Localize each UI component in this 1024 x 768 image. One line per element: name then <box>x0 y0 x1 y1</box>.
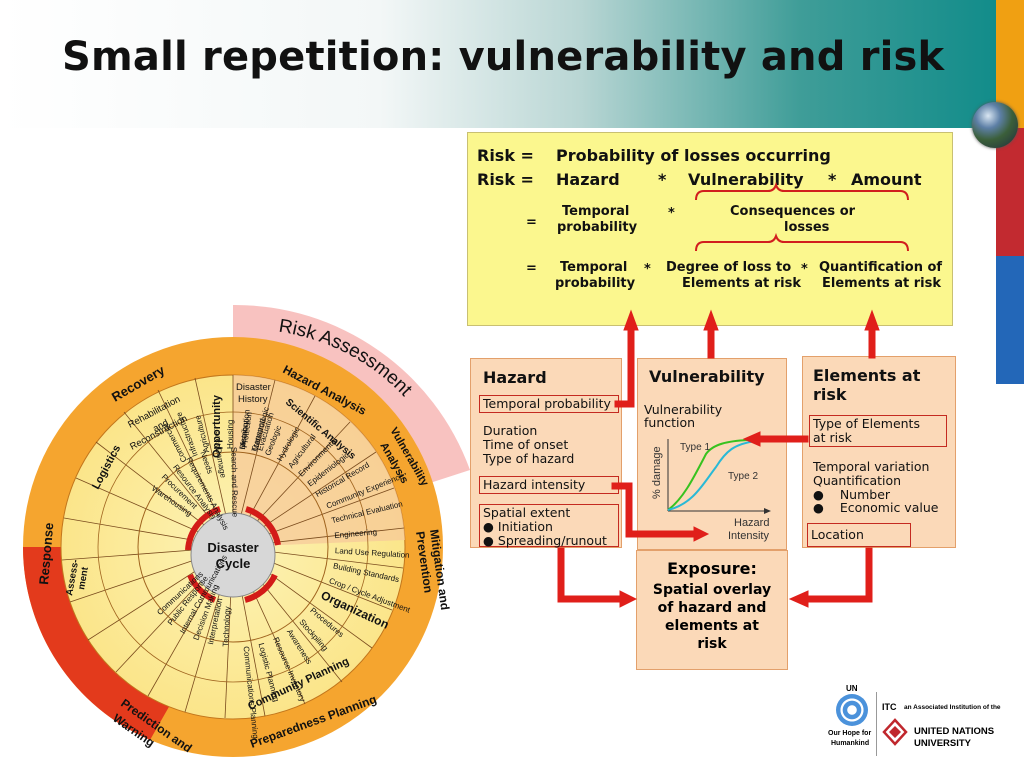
logo-area: UN Our Hope for Humankind ITC an Associa… <box>828 684 1018 764</box>
top-left-list-item: Housing <box>226 420 235 449</box>
un-motto-1: Our Hope for <box>828 730 872 737</box>
formula-line3-a1: Temporal <box>562 204 630 219</box>
un-label: UN <box>846 684 858 693</box>
formula-braces <box>695 181 909 252</box>
formula-line1-lhs: Risk = <box>477 146 534 165</box>
xlabel-2: Intensity <box>728 530 769 542</box>
quantification: Quantification <box>813 473 902 488</box>
hazard-duration: Duration <box>483 423 538 438</box>
initiation: ● Initiation <box>483 519 553 534</box>
top-left-list-item: Water <box>212 428 224 450</box>
elements-title-1: Elements at <box>813 366 921 385</box>
stripe-red <box>996 128 1024 256</box>
formula-line4-b1: Degree of loss to <box>666 260 792 275</box>
formula-line3-op: * <box>668 206 675 221</box>
spreading: ● Spreading/runout <box>483 533 607 548</box>
left-list-item: Search and Rescue <box>229 447 239 518</box>
title-bar <box>0 0 1000 128</box>
exposure-line-1: Spatial overlay <box>652 582 772 598</box>
cycle-arrows <box>185 506 281 603</box>
unu-label-2: UNIVERSITY <box>914 738 972 749</box>
page-title: Small repetition: vulnerability and risk <box>62 34 945 80</box>
exposure-title: Exposure: <box>667 559 757 578</box>
type2-label: Type 2 <box>728 471 758 482</box>
vulnerability-box: Vulnerability Vulnerability function % d… <box>637 358 787 550</box>
outer-ring-red <box>22 547 171 740</box>
hazard-box: Hazard Temporal probability Duration Tim… <box>470 358 622 548</box>
formula-line4-c2: Elements at risk <box>822 276 942 291</box>
type1-label: Type 1 <box>680 442 710 453</box>
un-motto-2: Humankind <box>831 740 870 747</box>
elements-economic: ● Economic value <box>813 500 939 515</box>
un-emblem-icon <box>836 694 868 726</box>
disaster-history-label-2: History <box>238 394 268 405</box>
formula-line1-rhs: Probability of losses occurring <box>556 146 831 165</box>
risk-formula-box: Risk = Probability of losses occurring R… <box>467 132 953 326</box>
itc-label: ITC <box>882 702 897 712</box>
ylabel: % damage <box>651 446 663 499</box>
center-hub <box>190 512 276 598</box>
xlabel-1: Hazard <box>734 517 769 529</box>
formula-line4-a2: probability <box>555 276 636 291</box>
spatial-extent: Spatial extent <box>483 505 571 520</box>
elements-number: ● Number <box>813 487 891 502</box>
exposure-line-2: of hazard and <box>657 600 767 616</box>
location: Location <box>807 523 911 547</box>
formula-line4-c1: Quantification of <box>819 260 943 275</box>
spatial-extent-box: Spatial extent ● Initiation ● Spreading/… <box>479 504 619 548</box>
risk-wedge <box>233 374 405 547</box>
formula-line2-lhs: Risk = <box>477 170 534 189</box>
assessment-label-2: ment <box>76 565 91 590</box>
response-label: Response <box>36 522 56 585</box>
formula-line4-b2: Elements at risk <box>682 276 802 291</box>
formula-line3-eq: = <box>526 215 537 230</box>
opportunity-label: Opportunity <box>211 394 223 458</box>
center-label-2: Cycle <box>216 556 251 571</box>
hazard-intensity: Hazard intensity <box>479 476 619 494</box>
formula-line4-op2: * <box>801 262 808 277</box>
center-label-1: Disaster <box>207 540 258 555</box>
vulnerability-title: Vulnerability <box>649 367 765 386</box>
formula-hazard: Hazard <box>556 170 620 189</box>
right-list-item: Engineering <box>334 527 377 540</box>
hazard-title: Hazard <box>483 368 547 387</box>
elements-title-2: risk <box>813 385 847 404</box>
formula-line3-a2: probability <box>557 220 638 235</box>
formula-vulnerability: Vulnerability <box>688 170 804 189</box>
disaster-cycle-wheel: Disaster Cycle Risk Assessment Recovery … <box>22 304 470 757</box>
formula-line3-b2: losses <box>784 220 830 235</box>
temporal-probability: Temporal probability <box>479 395 619 413</box>
formula-op1: * <box>658 170 667 189</box>
bottom-list-item: Technology <box>221 606 232 647</box>
unu-logo-icon <box>882 718 908 746</box>
formula-op2: * <box>828 170 837 189</box>
hazard-onset: Time of onset <box>483 437 569 452</box>
exposure-box: Exposure: Spatial overlay of hazard and … <box>636 550 788 670</box>
vulnerability-curve: % damage Type 1 Type 2 Hazard Intensity <box>651 439 771 542</box>
vulnerability-function-2: function <box>644 415 696 430</box>
stripe-blue <box>996 256 1024 384</box>
temporal-variation: Temporal variation <box>813 459 930 474</box>
globe-icon <box>972 102 1018 148</box>
exposure-line-4: risk <box>697 636 727 652</box>
itc-desc: an Associated Institution of the <box>904 704 1001 711</box>
formula-line3-b1: Consequences or <box>730 204 856 219</box>
formula-line4-op1: * <box>644 262 651 277</box>
formula-amount: Amount <box>851 170 922 189</box>
formula-line4-eq: = <box>526 261 537 276</box>
exposure-line-3: elements at <box>665 618 759 634</box>
unu-label-1: UNITED NATIONS <box>914 726 995 737</box>
top-list-item: Memory <box>238 420 250 450</box>
logo-divider <box>876 692 877 756</box>
formula-line4-a1: Temporal <box>560 260 628 275</box>
disaster-history-label-1: Disaster <box>236 382 271 393</box>
vulnerability-function-1: Vulnerability <box>644 402 723 417</box>
hazard-type: Type of hazard <box>483 451 575 466</box>
